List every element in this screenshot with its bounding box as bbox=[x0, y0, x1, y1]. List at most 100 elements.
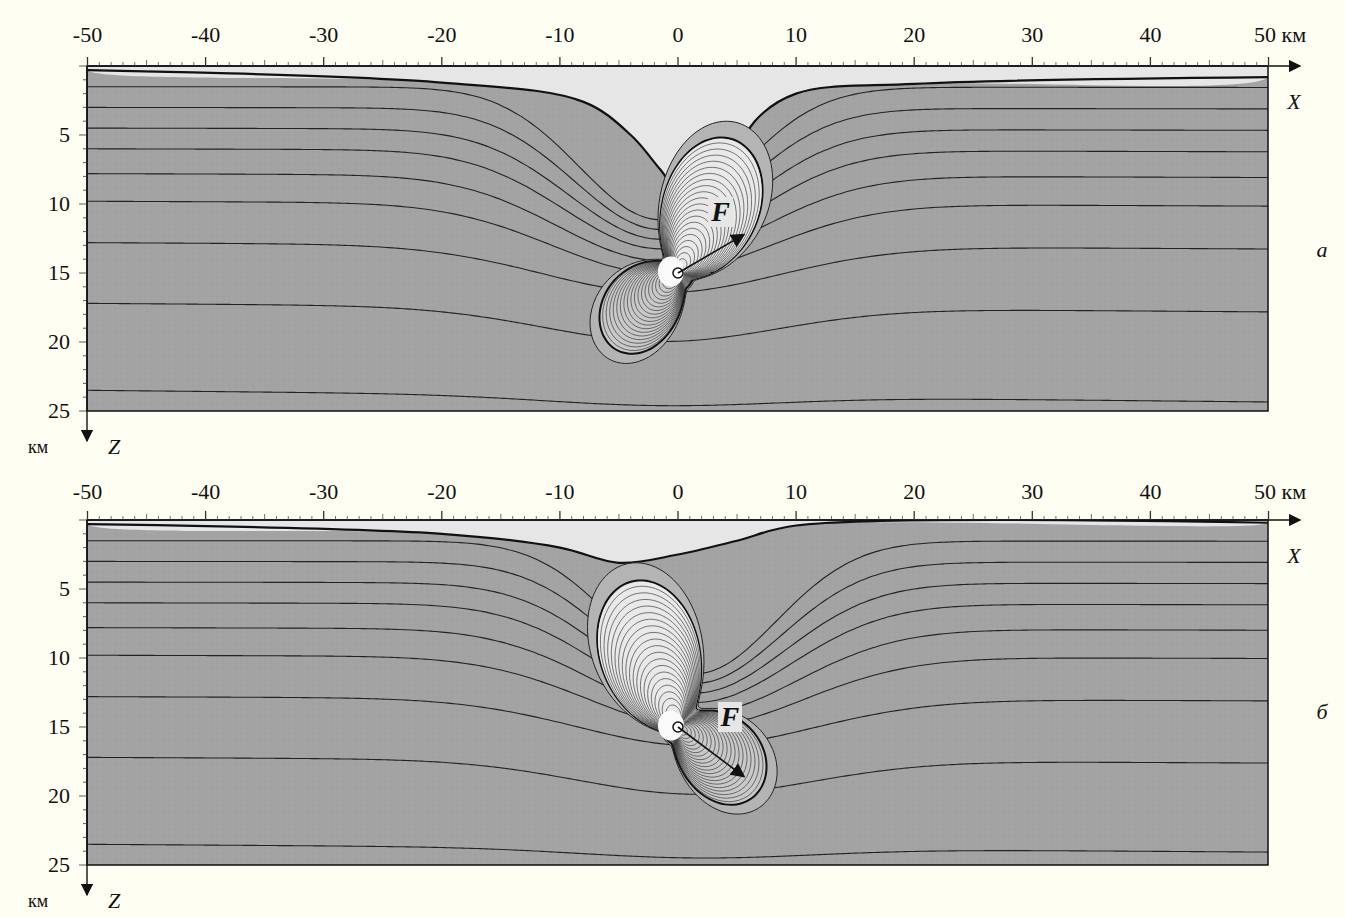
x-tick-label: -20 bbox=[427, 24, 456, 46]
x-tick bbox=[772, 516, 773, 520]
x-tick-label: -20 bbox=[427, 481, 456, 503]
x-tick bbox=[701, 516, 702, 520]
rock-body bbox=[87, 520, 1268, 865]
x-tick bbox=[1221, 516, 1222, 520]
x-tick bbox=[666, 516, 667, 520]
z-tick bbox=[83, 768, 87, 769]
unit-label: км bbox=[28, 892, 48, 910]
x-tick bbox=[170, 516, 171, 520]
x-tick bbox=[725, 516, 726, 520]
x-tick bbox=[394, 516, 395, 520]
panel-tag: а bbox=[1317, 239, 1328, 261]
x-tick bbox=[548, 516, 549, 520]
z-tick bbox=[83, 300, 87, 301]
force-label: F bbox=[718, 702, 743, 732]
z-tick bbox=[83, 602, 87, 603]
x-tick bbox=[1055, 516, 1056, 520]
x-tick bbox=[583, 62, 584, 66]
x-tick bbox=[677, 57, 678, 66]
z-tick bbox=[83, 782, 87, 783]
z-tick-label: 10 bbox=[48, 647, 70, 669]
x-tick-label: -40 bbox=[191, 24, 220, 46]
x-tick bbox=[795, 511, 796, 520]
x-tick bbox=[949, 516, 950, 520]
x-tick bbox=[595, 62, 596, 66]
x-tick bbox=[536, 516, 537, 520]
x-tick-label: 50 км bbox=[1254, 481, 1306, 503]
x-tick bbox=[1008, 62, 1009, 66]
contour-line bbox=[608, 599, 755, 794]
x-tick bbox=[1244, 516, 1245, 520]
z-tick bbox=[79, 796, 87, 797]
z-tick bbox=[83, 837, 87, 838]
x-tick bbox=[394, 62, 395, 66]
x-tick bbox=[937, 516, 938, 520]
x-tick-label: -30 bbox=[309, 24, 338, 46]
x-tick bbox=[1103, 62, 1104, 66]
contour-line bbox=[610, 155, 752, 343]
layer-line bbox=[88, 390, 1269, 405]
x-tick bbox=[713, 516, 714, 520]
x-tick bbox=[1209, 60, 1210, 66]
z-tick-label: 15 bbox=[48, 716, 70, 738]
x-tick bbox=[512, 62, 513, 66]
x-tick bbox=[335, 62, 336, 66]
x-tick bbox=[843, 62, 844, 66]
x-tick bbox=[630, 516, 631, 520]
contour-line bbox=[604, 593, 759, 798]
x-tick bbox=[406, 516, 407, 520]
z-tick bbox=[83, 671, 87, 672]
x-tick bbox=[311, 516, 312, 520]
x-tick bbox=[654, 516, 655, 520]
x-tick bbox=[949, 62, 950, 66]
x-tick bbox=[878, 62, 879, 66]
x-tick-label: 50 км bbox=[1254, 24, 1306, 46]
x-tick-label: 40 bbox=[1139, 24, 1161, 46]
z-tick bbox=[83, 162, 87, 163]
x-tick bbox=[819, 516, 820, 520]
x-tick bbox=[1150, 511, 1151, 520]
z-tick bbox=[83, 121, 87, 122]
x-tick bbox=[961, 62, 962, 66]
x-tick bbox=[571, 516, 572, 520]
contour-line bbox=[637, 652, 723, 766]
x-tick bbox=[866, 516, 867, 520]
x-tick bbox=[914, 57, 915, 66]
x-tick bbox=[760, 62, 761, 66]
x-tick bbox=[1268, 511, 1269, 520]
x-tick bbox=[418, 516, 419, 520]
x-tick bbox=[477, 516, 478, 520]
halo bbox=[587, 563, 777, 814]
x-tick bbox=[111, 516, 112, 520]
x-tick bbox=[654, 62, 655, 66]
x-tick-label: -10 bbox=[545, 24, 574, 46]
x-tick bbox=[1079, 516, 1080, 520]
x-tick bbox=[193, 62, 194, 66]
z-tick bbox=[83, 79, 87, 80]
force-arrow bbox=[678, 234, 744, 273]
z-tick-label: 5 bbox=[59, 578, 70, 600]
x-tick bbox=[87, 511, 88, 520]
x-tick bbox=[1020, 516, 1021, 520]
x-tick bbox=[500, 60, 501, 66]
contour-line bbox=[611, 606, 751, 791]
z-tick bbox=[83, 369, 87, 370]
x-tick bbox=[406, 62, 407, 66]
x-tick bbox=[524, 516, 525, 520]
x-tick bbox=[973, 60, 974, 66]
x-tick bbox=[1150, 57, 1151, 66]
x-tick bbox=[453, 516, 454, 520]
layer-line bbox=[88, 844, 1269, 858]
x-tick bbox=[1008, 516, 1009, 520]
z-tick bbox=[83, 93, 87, 94]
unit-label: км bbox=[28, 438, 48, 456]
axis-name: X bbox=[1287, 545, 1300, 567]
x-tick bbox=[536, 62, 537, 66]
z-tick bbox=[83, 644, 87, 645]
x-tick bbox=[1221, 62, 1222, 66]
x-tick bbox=[772, 62, 773, 66]
z-tick bbox=[83, 713, 87, 714]
z-tick-label: 10 bbox=[48, 193, 70, 215]
x-tick bbox=[1126, 62, 1127, 66]
